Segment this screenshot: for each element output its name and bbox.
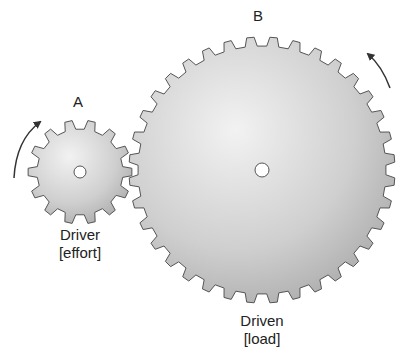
gear-hub <box>74 166 86 178</box>
rotation-arrow <box>14 122 40 178</box>
driven-gear <box>129 37 395 303</box>
gear-label: A <box>58 93 98 111</box>
driver-gear <box>28 121 132 224</box>
gear-label: B <box>238 7 278 25</box>
rotation-arrow <box>368 54 390 88</box>
gear-hub <box>255 163 269 177</box>
role-label: Driven [load] <box>227 312 297 348</box>
role-label: Driver [effort] <box>45 226 115 262</box>
